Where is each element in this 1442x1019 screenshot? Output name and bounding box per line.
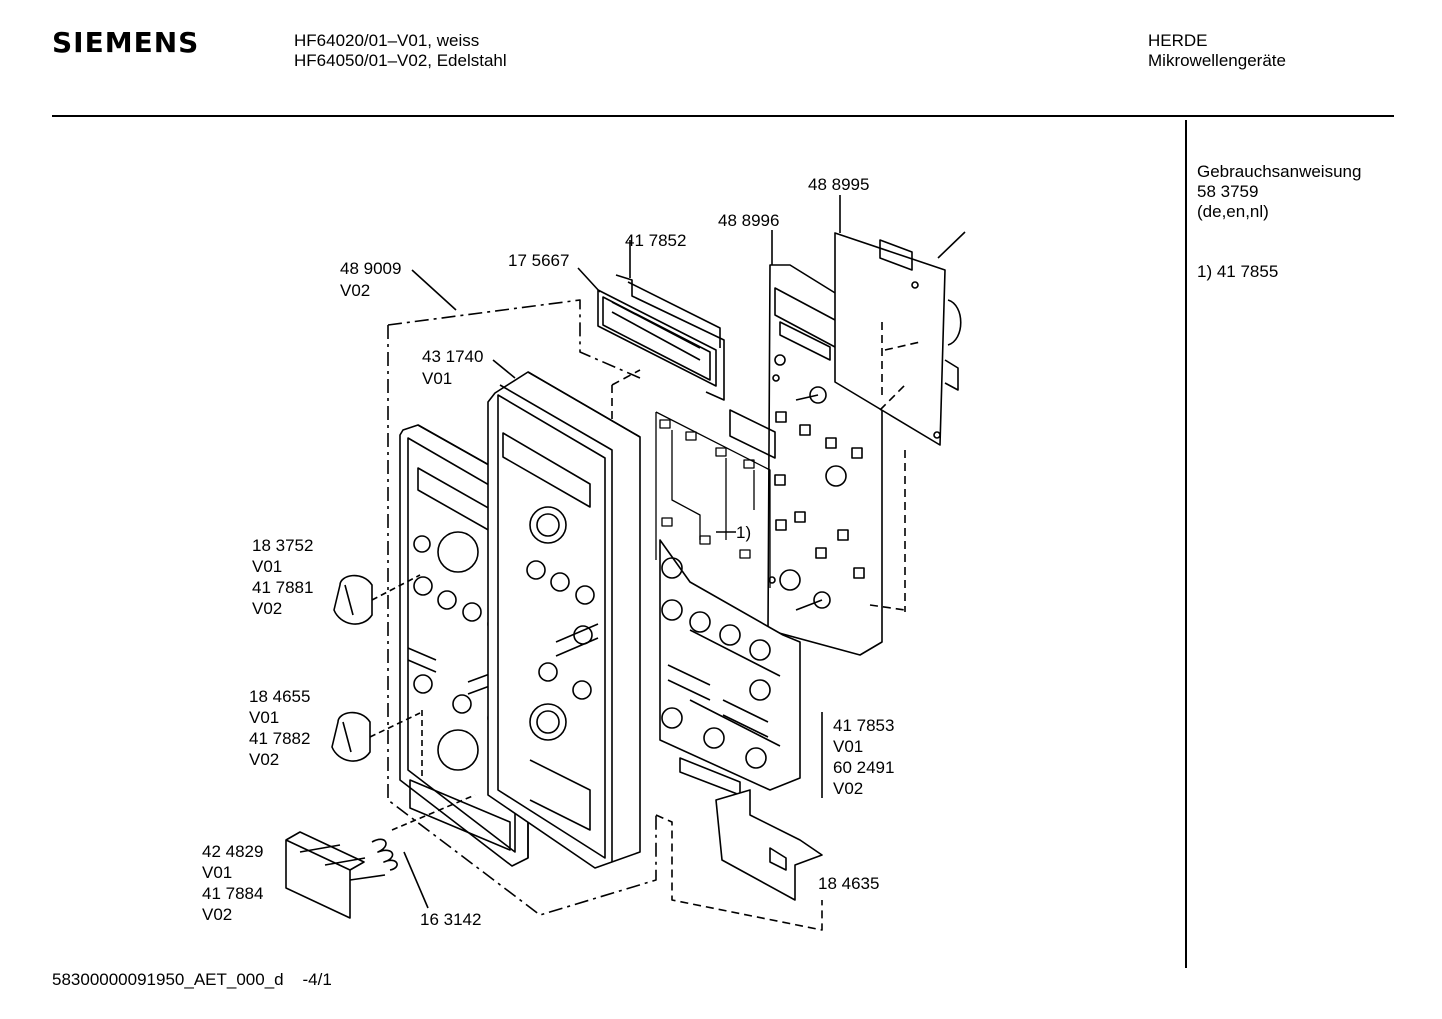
model-block: HF64020/01–V01, weiss HF64050/01–V02, Ed…	[294, 31, 507, 71]
label-431740: 43 1740	[422, 347, 483, 366]
label-424829: 42 4829	[202, 842, 263, 861]
label-489009-variant: V02	[340, 281, 370, 300]
display-window	[597, 289, 717, 387]
label-488996: 48 8996	[718, 211, 779, 230]
contact-film	[655, 411, 771, 588]
manual-title: Gebrauchsanweisung	[1197, 162, 1362, 181]
label-175667: 17 5667	[508, 251, 569, 270]
panel-housing	[487, 371, 641, 869]
label-489009: 48 9009	[340, 259, 401, 278]
label-183752: 18 3752	[252, 536, 313, 555]
category-line-1: HERDE	[1148, 31, 1208, 50]
document-id: 58300000091950_AET_000_d -4/1	[52, 970, 332, 989]
ribbon-cable	[729, 409, 776, 459]
label-417881-variant: V02	[252, 599, 282, 618]
label-184655-variant: V01	[249, 708, 279, 727]
label-183752-variant: V01	[252, 557, 282, 576]
label-488995: 48 8995	[808, 175, 869, 194]
footnote: 1) 41 7855	[1197, 262, 1279, 281]
label-footnote-ref: 1)	[736, 523, 751, 542]
power-board	[834, 231, 966, 446]
knob-lower-icon	[331, 711, 371, 762]
sidebar-divider	[1185, 120, 1187, 968]
category-block: HERDE Mikrowellengeräte	[1148, 31, 1286, 71]
label-417881: 41 7881	[252, 578, 313, 597]
label-417882-variant: V02	[249, 750, 279, 769]
model-line-2: HF64050/01–V02, Edelstahl	[294, 51, 507, 70]
label-417853: 41 7853	[833, 716, 894, 735]
door-push-button	[285, 831, 386, 919]
manual-languages: (de,en,nl)	[1197, 202, 1269, 221]
label-417884-variant: V02	[202, 905, 232, 924]
label-184635: 18 4635	[818, 874, 879, 893]
label-424829-variant: V01	[202, 863, 232, 882]
manual-number: 58 3759	[1197, 182, 1259, 201]
manual-info: Gebrauchsanweisung 58 3759 (de,en,nl)	[1197, 162, 1361, 222]
door-latch-bracket	[679, 757, 823, 901]
label-184655: 18 4655	[249, 687, 310, 706]
header-divider	[52, 115, 1394, 117]
exploded-view-diagram: 48 9009 V02 17 5667 41 7852 48 8996 48 8…	[202, 175, 966, 931]
assembly-frame-outline	[387, 299, 657, 916]
spring-icon	[371, 838, 398, 871]
label-417884: 41 7884	[202, 884, 263, 903]
label-163142: 16 3142	[420, 910, 481, 929]
model-line-1: HF64020/01–V01, weiss	[294, 31, 480, 50]
label-417852: 41 7852	[625, 231, 686, 250]
window-gasket	[615, 274, 725, 401]
button-carrier-frame	[659, 539, 801, 791]
knob-upper-icon	[333, 574, 373, 625]
label-417882: 41 7882	[249, 729, 310, 748]
label-602491: 60 2491	[833, 758, 894, 777]
label-602491-variant: V02	[833, 779, 863, 798]
label-431740-variant: V01	[422, 369, 452, 388]
label-417853-variant: V01	[833, 737, 863, 756]
category-line-2: Mikrowellengeräte	[1148, 51, 1286, 70]
brand-logo: SIEMENS	[52, 26, 200, 59]
